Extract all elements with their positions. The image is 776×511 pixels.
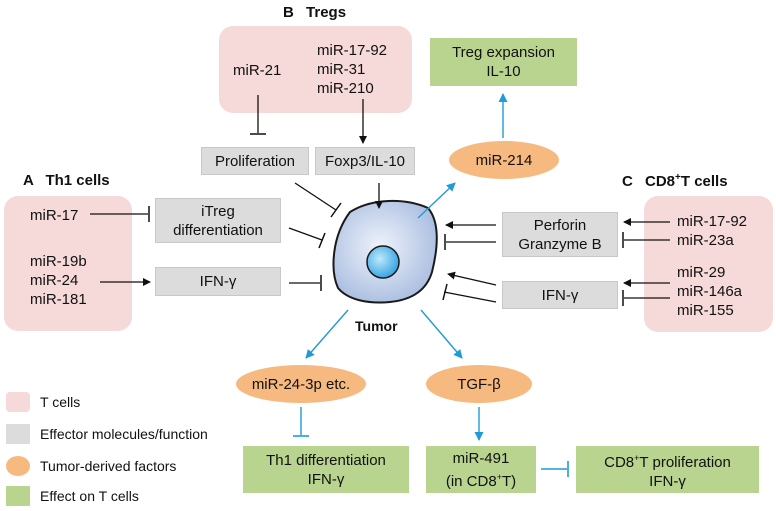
legend-effect-swatch [6, 486, 30, 506]
section-b-header: B Tregs [283, 4, 346, 21]
cd8-ifn-gamma-box: IFN-γ [502, 281, 618, 309]
section-a-letter: A [23, 172, 34, 189]
section-c-letter: C [622, 173, 633, 190]
section-a-title: Th1 cells [45, 172, 110, 189]
cd8-proliferation-box: CD8+T proliferation IFN-γ [576, 446, 759, 493]
mir491-box: miR-491 (in CD8+T) [426, 446, 536, 493]
th1-box [4, 196, 132, 331]
th1-mir17-label: miR-17 [30, 207, 79, 224]
treg-expansion-box: Treg expansion IL-10 [430, 38, 577, 86]
legend-effect-label: Effect on T cells [40, 488, 139, 504]
th1-mirs-label: miR-19b miR-24 miR-181 [30, 253, 87, 308]
tregs-box [219, 26, 412, 113]
mir24-3p-ellipse: miR-24-3p etc. [236, 365, 366, 403]
section-b-letter: B [283, 4, 294, 21]
section-c-title: CD8+T cells [645, 172, 728, 190]
itreg-differentiation-box: iTreg differentiation [155, 198, 281, 243]
foxp3-il10-box: Foxp3/IL-10 [315, 147, 415, 175]
th1-differentiation-box: Th1 differentiation IFN-γ [243, 446, 409, 493]
mir214-ellipse: miR-214 [449, 141, 559, 179]
legend-t-cells-swatch [6, 392, 30, 412]
cd8-ifn-label: IFN-γ [649, 472, 686, 490]
treg-mirs-label: miR-17-92 miR-31 miR-210 [317, 42, 388, 97]
th1-ifn-gamma-box: IFN-γ [155, 267, 281, 296]
legend: T cells Effector molecules/function Tumo… [4, 384, 244, 506]
cd8-mirs-lower-label: miR-29 miR-146a miR-155 [677, 264, 743, 319]
section-c-header: C CD8+T cells [622, 172, 728, 190]
legend-tumor-factors-label: Tumor-derived factors [40, 458, 177, 474]
mir491-label: miR-491 [452, 449, 510, 467]
treg-mir21-label: miR-21 [233, 62, 282, 79]
tumor-nucleus-icon [366, 245, 400, 279]
tumor-label: Tumor [355, 318, 398, 334]
cd8-proliferation-label: CD8+T proliferation [604, 452, 731, 471]
cd8-mirs-upper-label: miR-17-92 miR-23a [677, 213, 748, 249]
perforin-granzyme-box: Perforin Granzyme B [502, 212, 618, 257]
legend-tumor-factors-swatch [6, 456, 30, 476]
section-b-title: Tregs [306, 4, 347, 21]
tgf-beta-ellipse: TGF-β [426, 365, 532, 403]
cd8-box [644, 196, 773, 332]
legend-effector-swatch [6, 424, 30, 444]
legend-t-cells-label: T cells [40, 394, 81, 410]
legend-effector-label: Effector molecules/function [40, 426, 208, 442]
proliferation-box: Proliferation [201, 147, 309, 175]
mir491-sub-label: (in CD8+T) [445, 471, 517, 490]
section-a-header: A Th1 cells [23, 172, 110, 189]
